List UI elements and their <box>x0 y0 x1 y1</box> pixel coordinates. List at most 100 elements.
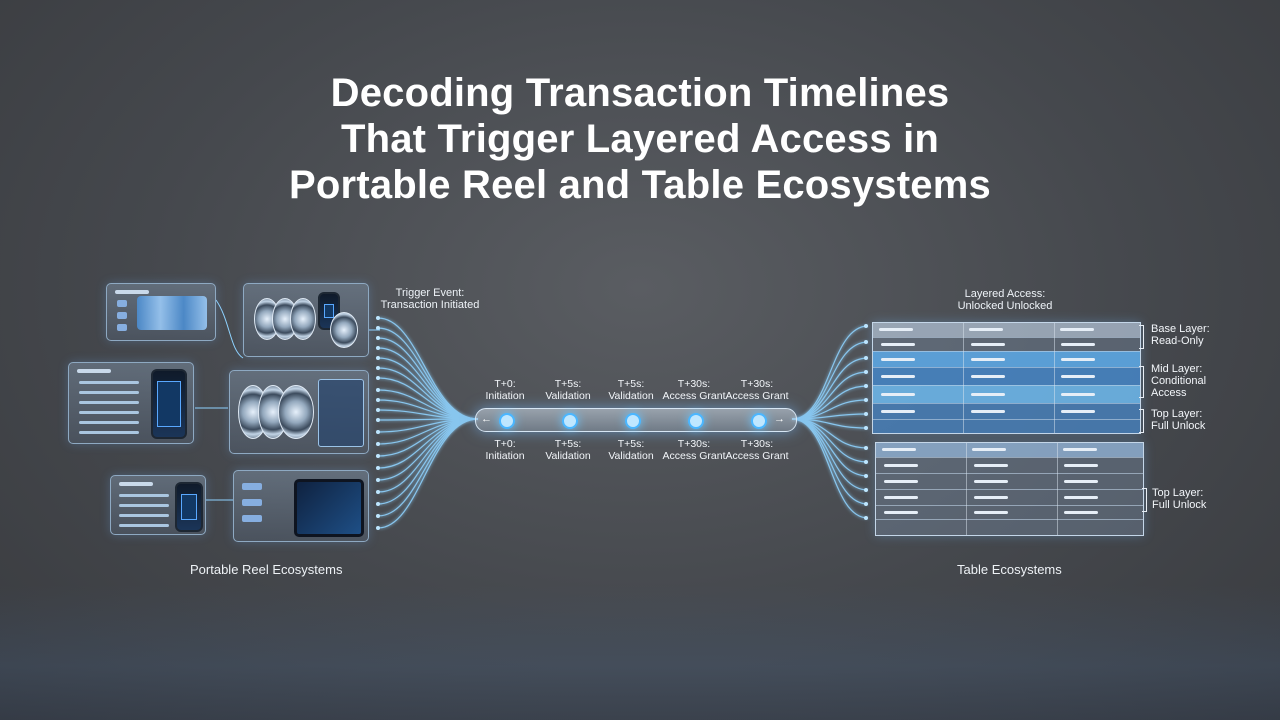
cell-text <box>1061 343 1095 346</box>
reel-panel-center <box>229 370 369 454</box>
layered-line-1: Layered Access: <box>964 288 1046 300</box>
reel-panel-top-center <box>243 283 369 357</box>
tick-time: T+5s: <box>617 438 645 450</box>
layer-title: Mid Layer: <box>1151 363 1203 375</box>
timeline-top-label: T+5s: Validation <box>533 378 603 402</box>
wire-endpoint <box>864 516 868 520</box>
timeline-arrow-right: → <box>774 413 785 425</box>
title-line-3: Portable Reel and Table Ecosystems <box>289 163 991 207</box>
device-panel-left <box>68 362 194 444</box>
phone-icon <box>175 482 203 532</box>
wire-endpoint <box>376 346 380 350</box>
cell-text <box>1063 448 1097 451</box>
tick-time: T+0: <box>494 378 516 390</box>
wire-endpoint <box>376 430 380 434</box>
table-row <box>873 385 1140 386</box>
fan-wire-left <box>377 317 479 420</box>
portable-reel-ecosystems-label: Portable Reel Ecosystems <box>190 562 343 577</box>
tick-label: Access Grant <box>725 390 789 402</box>
table-row <box>873 403 1140 404</box>
cell-text <box>1064 511 1098 514</box>
fan-wire-left <box>377 347 479 420</box>
tick-label: Validation <box>545 450 591 462</box>
wire-endpoint <box>864 356 868 360</box>
tick-time: T+5s: <box>554 378 582 390</box>
cell-text <box>881 343 915 346</box>
table-row <box>876 519 1143 520</box>
wire-endpoint <box>376 418 380 422</box>
cell-text <box>1061 375 1095 378</box>
layer-title: Top Layer: <box>1152 487 1204 499</box>
cell-text <box>971 375 1005 378</box>
cell-text <box>879 328 913 331</box>
table-row-highlight <box>873 367 1140 385</box>
table-row <box>873 419 1140 420</box>
tick-label: Initiation <box>485 450 525 462</box>
fan-wire-left <box>377 367 479 420</box>
access-table-lower <box>875 442 1144 536</box>
layer-desc: Full Unlock <box>1151 420 1206 432</box>
table-row-highlight <box>873 351 1140 367</box>
mini-display <box>318 379 364 447</box>
panel-chip <box>242 483 262 490</box>
wire-endpoint <box>376 514 380 518</box>
panel-row <box>79 391 139 394</box>
tick-time: T+30s: <box>740 378 774 390</box>
table-col-divider <box>966 443 967 535</box>
wire-endpoint <box>864 398 868 402</box>
wire-endpoint <box>376 442 380 446</box>
tick-time: T+5s: <box>554 438 582 450</box>
wire-endpoint <box>864 384 868 388</box>
wire-endpoint <box>376 490 380 494</box>
cell-text <box>974 480 1008 483</box>
wire-endpoint <box>376 316 380 320</box>
fan-wire-left <box>377 418 479 529</box>
cell-text <box>971 410 1005 413</box>
cell-text <box>1061 358 1095 361</box>
panel-row <box>79 381 139 384</box>
panel-chip <box>117 300 127 307</box>
panel-header <box>119 482 153 486</box>
table-col-divider <box>963 323 964 433</box>
page-title: Decoding Transaction Timelines That Trig… <box>140 70 1140 208</box>
table-row <box>873 351 1140 352</box>
layer-title: Base Layer: <box>1151 323 1210 335</box>
wire-endpoint <box>864 370 868 374</box>
timeline-node <box>751 413 767 429</box>
timeline-arrow-left: ← <box>481 413 492 425</box>
fan-wire-right <box>791 418 869 491</box>
timeline-top-label: T+5s: Validation <box>596 378 666 402</box>
cell-text <box>1064 464 1098 467</box>
wire-endpoint <box>376 336 380 340</box>
title-line-1: Decoding Transaction Timelines <box>330 71 950 115</box>
bracket-top-2 <box>1142 488 1147 512</box>
fan-wire-left <box>377 418 479 469</box>
trigger-label: Trigger Event: Transaction Initiated <box>370 287 490 311</box>
cell-text <box>1060 328 1094 331</box>
tick-label: Initiation <box>485 390 525 402</box>
table-row <box>876 505 1143 506</box>
layer-title: Top Layer: <box>1151 408 1203 420</box>
access-table-upper <box>872 322 1141 434</box>
panel-row <box>119 514 169 517</box>
table-row <box>873 367 1140 368</box>
phone-icon <box>318 292 340 330</box>
wire-endpoint <box>376 454 380 458</box>
panel-row <box>119 524 169 527</box>
cell-text <box>974 496 1008 499</box>
panel-chip <box>117 324 127 331</box>
timeline-top-label: T+0: Initiation <box>470 378 540 402</box>
wire-endpoint <box>376 466 380 470</box>
cell-text <box>881 410 915 413</box>
reel-wheel <box>290 298 316 340</box>
cell-text <box>884 480 918 483</box>
panel-header <box>115 290 149 294</box>
cell-text <box>1064 496 1098 499</box>
tick-label: Validation <box>608 450 654 462</box>
layer-desc: Read-Only <box>1151 335 1204 347</box>
trigger-line-2: Transaction Initiated <box>380 299 480 311</box>
panel-chip <box>242 515 262 522</box>
fan-wire-left <box>377 337 479 420</box>
table-ecosystems-label: Table Ecosystems <box>957 562 1062 577</box>
